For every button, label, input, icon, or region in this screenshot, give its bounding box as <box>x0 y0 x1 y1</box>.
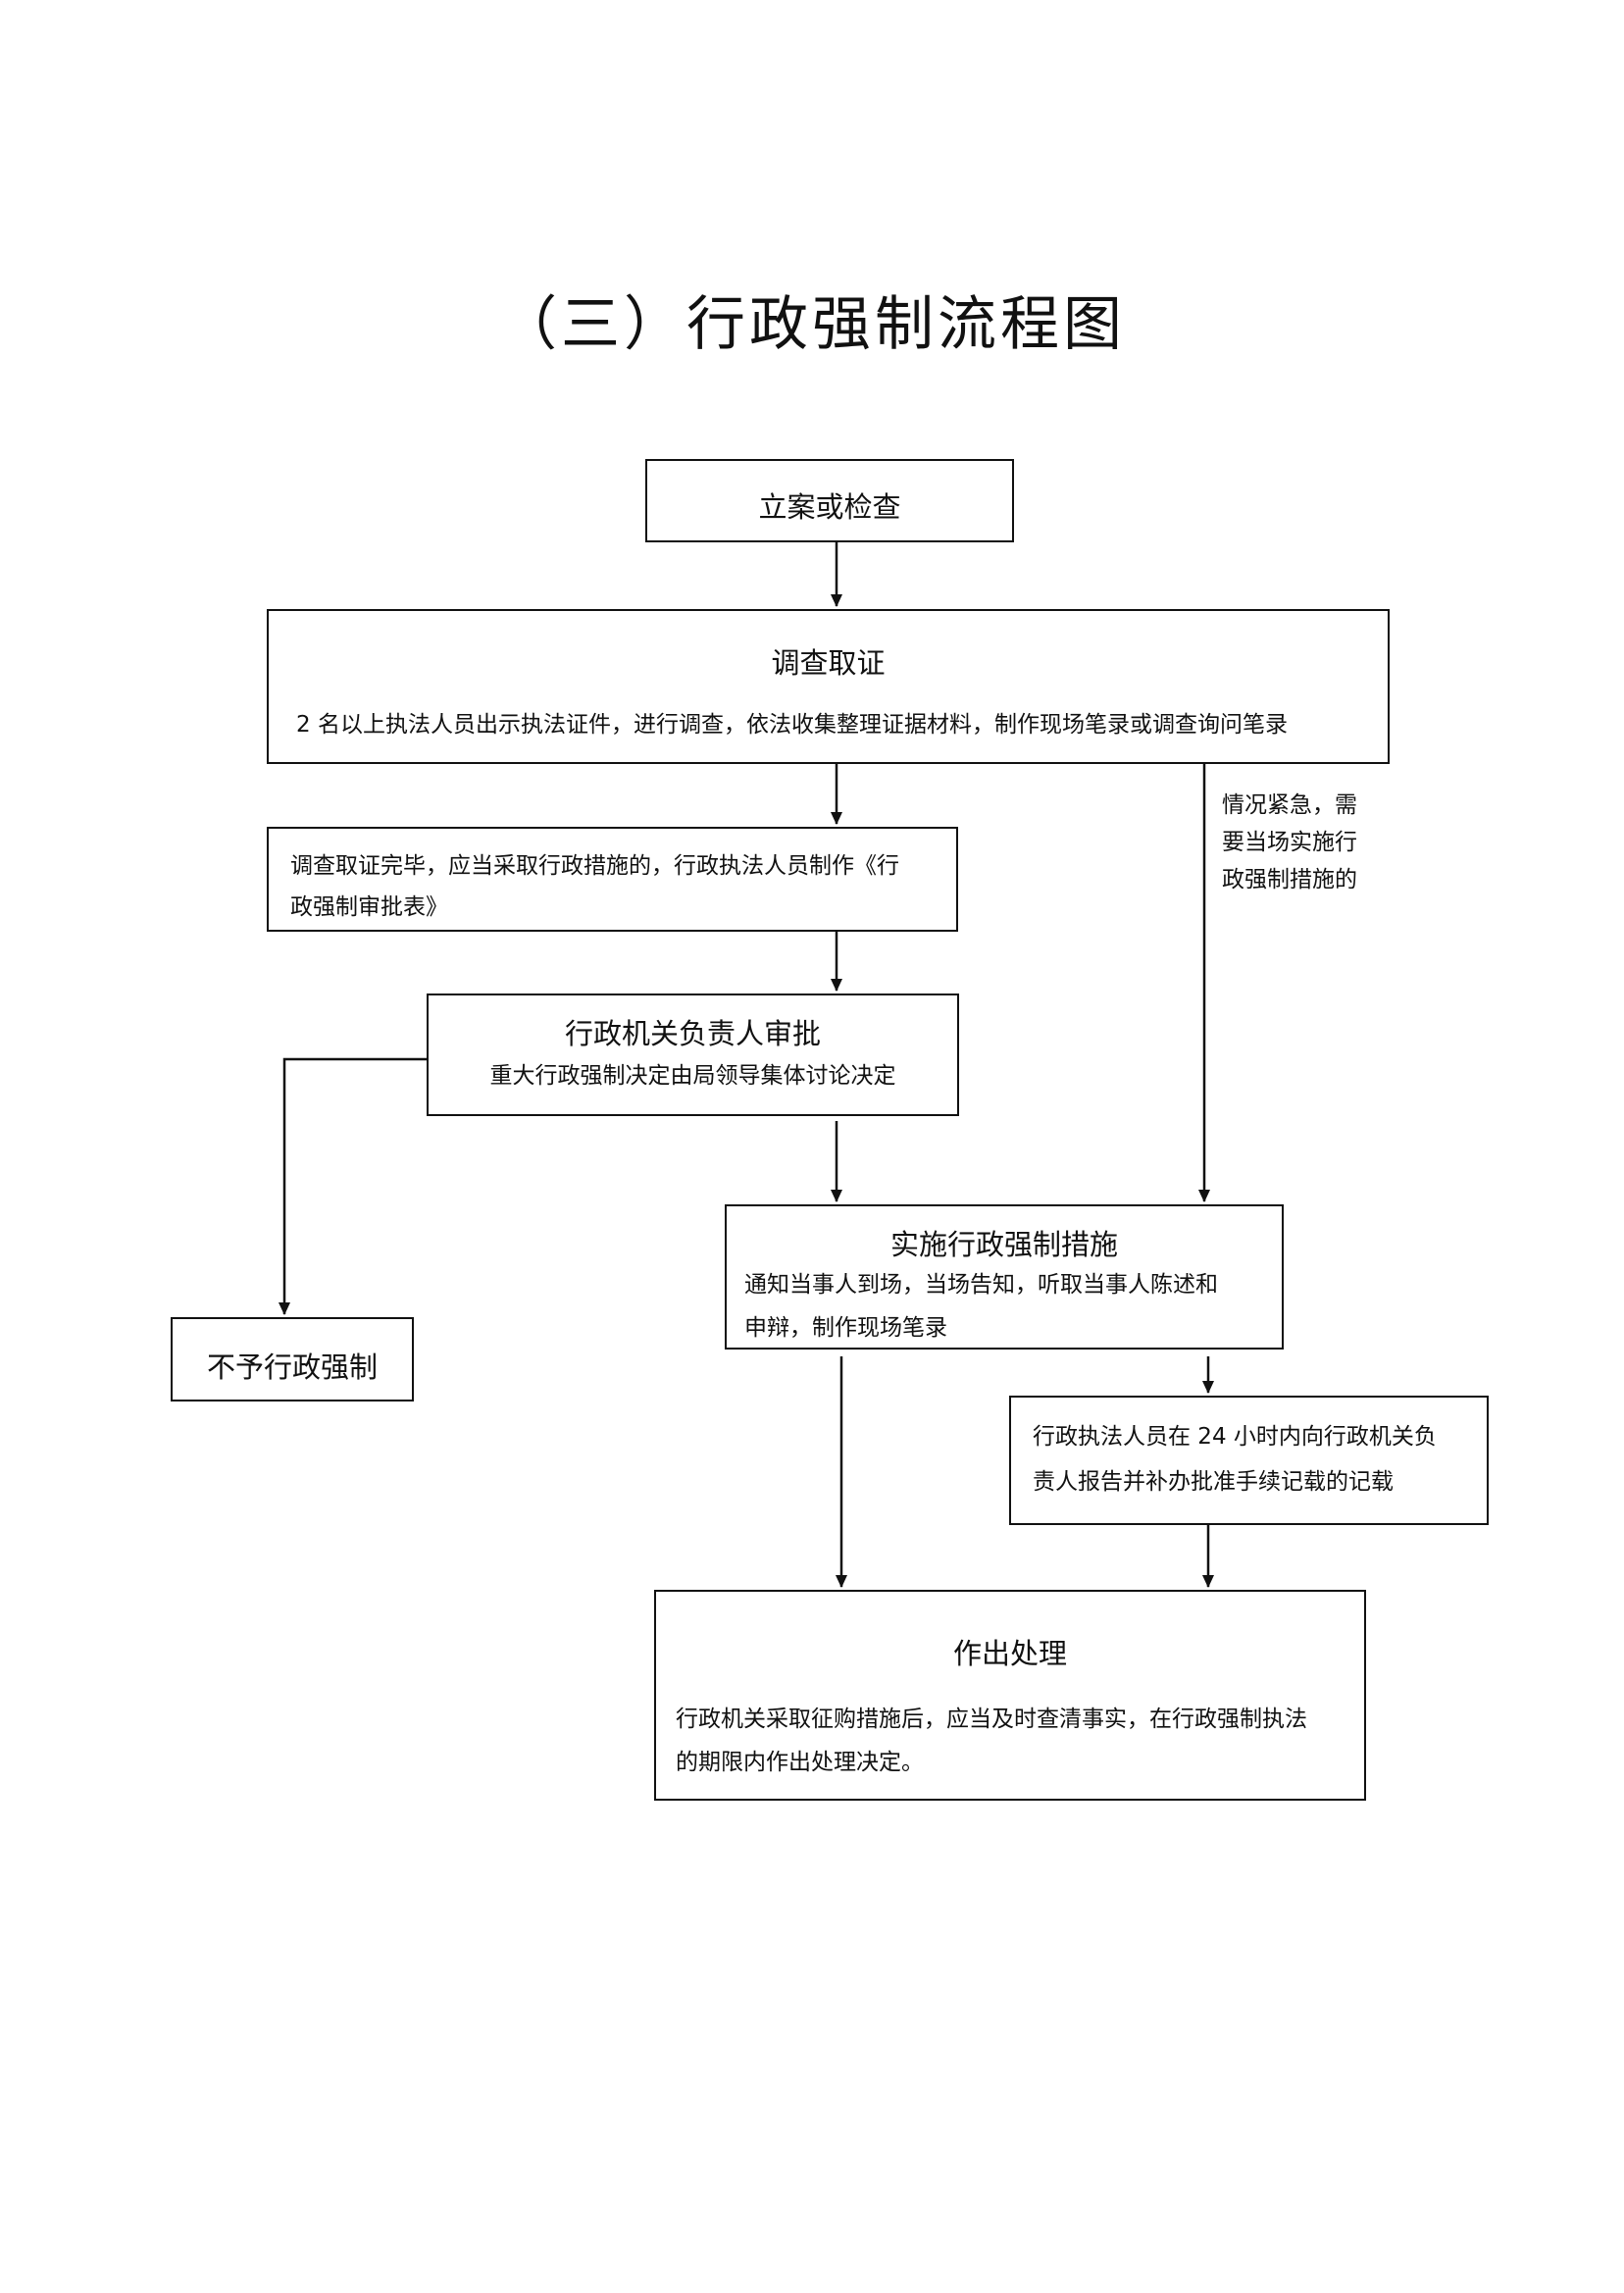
emergency-note-line-2: 要当场实施行 <box>1222 830 1357 855</box>
page-title: （三）行政强制流程图 <box>498 290 1126 359</box>
node-leader-approval-label: 行政机关负责人审批 <box>564 1017 821 1050</box>
node-investigation: 调查取证 2 名以上执法人员出示执法证件，进行调查，依法收集整理证据材料，制作现… <box>267 609 1390 764</box>
emergency-note: 情况紧急，需 要当场实施行 政强制措施的 <box>1222 787 1357 898</box>
node-approval-form: 调查取证完毕，应当采取行政措施的，行政执法人员制作《行 政强制审批表》 <box>267 827 958 932</box>
node-report-24h: 行政执法人员在 24 小时内向行政机关负 责人报告并补办批准手续记载的记载 <box>1009 1396 1489 1525</box>
node-decision: 作出处理 行政机关采取征购措施后，应当及时查清事实，在行政强制执法 的期限内作出… <box>654 1590 1366 1801</box>
node-implement-line-2: 申辩，制作现场笔录 <box>744 1315 947 1341</box>
node-not-enforced: 不予行政强制 <box>171 1317 414 1401</box>
node-implement: 实施行政强制措施 通知当事人到场，当场告知，听取当事人陈述和 申辩，制作现场笔录 <box>725 1204 1284 1350</box>
node-leader-approval-detail: 重大行政强制决定由局领导集体讨论决定 <box>489 1063 896 1089</box>
node-filing: 立案或检查 <box>645 459 1014 542</box>
node-approval-form-line-1: 调查取证完毕，应当采取行政措施的，行政执法人员制作《行 <box>290 853 899 879</box>
node-leader-approval: 行政机关负责人审批 重大行政强制决定由局领导集体讨论决定 <box>427 994 959 1116</box>
arrow-leader-to-not-enforced <box>279 1057 427 1315</box>
node-investigation-label: 调查取证 <box>771 646 886 680</box>
node-decision-line-1: 行政机关采取征购措施后，应当及时查清事实，在行政强制执法 <box>676 1707 1307 1732</box>
node-filing-label: 立案或检查 <box>758 490 901 524</box>
node-implement-line-1: 通知当事人到场，当场告知，听取当事人陈述和 <box>744 1272 1218 1298</box>
emergency-note-line-1: 情况紧急，需 <box>1222 792 1357 818</box>
node-decision-label: 作出处理 <box>952 1637 1067 1670</box>
emergency-note-line-3: 政强制措施的 <box>1222 867 1357 892</box>
node-approval-form-line-2: 政强制审批表》 <box>290 894 448 920</box>
node-decision-line-2: 的期限内作出处理决定。 <box>676 1750 924 1775</box>
node-report-24h-line-2: 责人报告并补办批准手续记载的记载 <box>1033 1469 1394 1495</box>
node-implement-label: 实施行政强制措施 <box>889 1228 1118 1261</box>
node-not-enforced-label: 不予行政强制 <box>206 1350 378 1384</box>
node-report-24h-line-1: 行政执法人员在 24 小时内向行政机关负 <box>1033 1424 1437 1450</box>
node-investigation-detail: 2 名以上执法人员出示执法证件，进行调查，依法收集整理证据材料，制作现场笔录或调… <box>296 712 1288 738</box>
